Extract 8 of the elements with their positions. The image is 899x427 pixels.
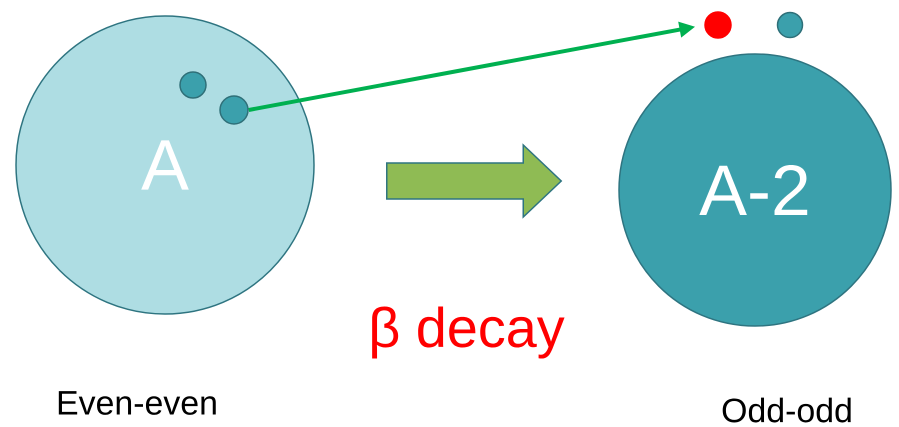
particle-dot <box>704 11 732 39</box>
edge-label: β decay <box>372 306 565 358</box>
particle-dot <box>219 95 249 125</box>
node-label: Even-even <box>58 391 216 415</box>
block-arrow <box>386 143 562 219</box>
particle-dot <box>179 71 207 99</box>
node-label: Odd-odd <box>722 398 851 422</box>
particle-dot <box>776 12 804 38</box>
